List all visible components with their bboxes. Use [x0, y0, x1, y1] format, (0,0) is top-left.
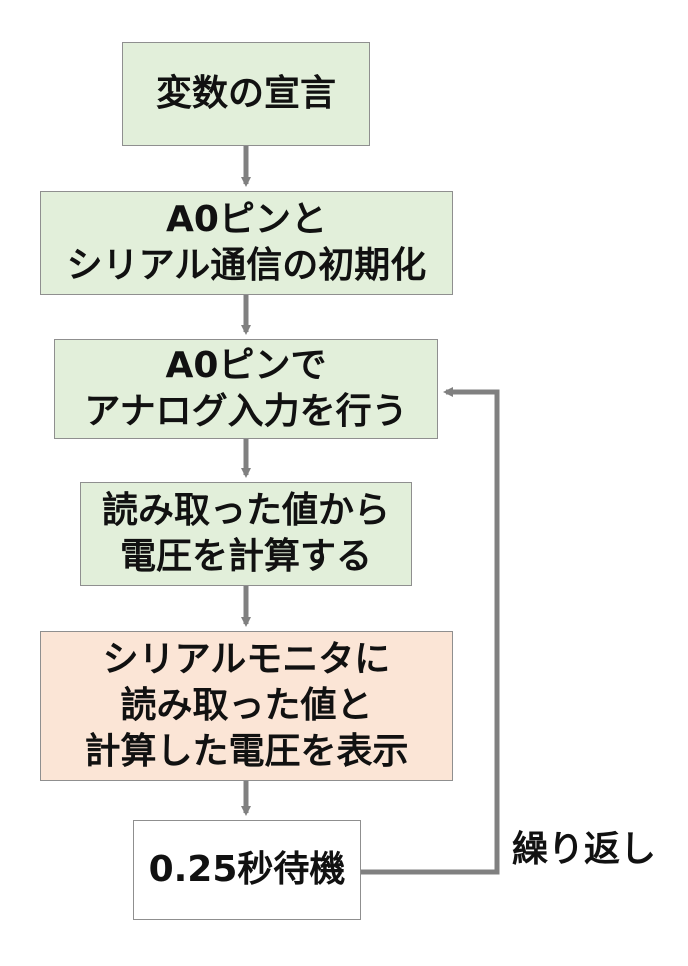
loop-back-arrow: [361, 387, 500, 875]
step-display-values: シリアルモニタに 読み取った値と 計算した電圧を表示: [40, 631, 453, 781]
loop-label: 繰り返し: [512, 829, 657, 870]
step-calculate-voltage: 読み取った値から 電圧を計算する: [80, 482, 412, 586]
step-declare-variables: 変数の宣言: [122, 42, 370, 146]
step-analog-input: A0ピンで アナログ入力を行う: [54, 339, 438, 439]
step-wait: 0.25秒待機: [133, 820, 361, 920]
step-initialize-pin-and-serial: A0ピンと シリアル通信の初期化: [40, 191, 453, 295]
